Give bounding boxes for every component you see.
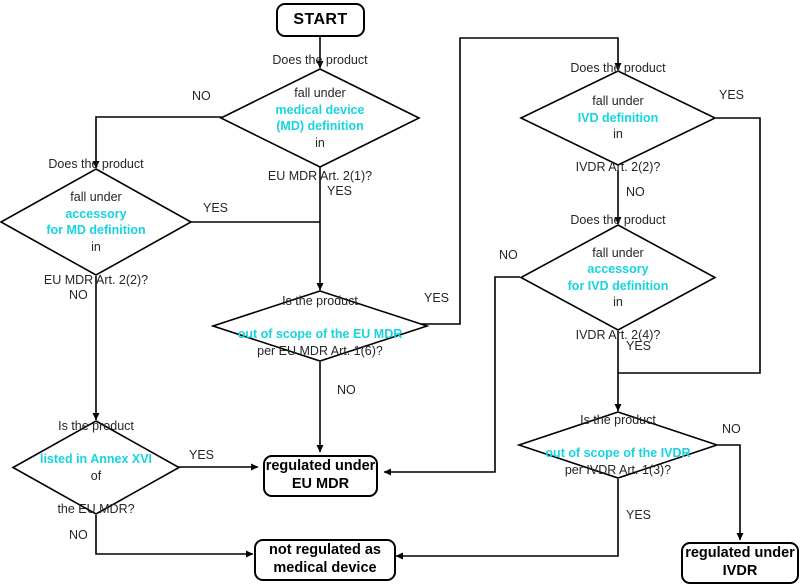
edge-label-ivd-yes: YES — [719, 88, 745, 102]
edge-label-annex-no: NO — [69, 528, 88, 542]
edge-label-annex-yes: YES — [189, 448, 215, 462]
edge-md-no-to-accessory-md — [92, 116, 222, 169]
node-not-regulated-label: not regulated as medical device — [269, 542, 381, 577]
edge-label-ivd-no: NO — [626, 185, 645, 199]
edge-oos-ivdr-no-to-regulated-ivdr — [718, 444, 744, 541]
node-ivd-definition[interactable]: Does the product fall under IVD definiti… — [519, 61, 717, 174]
node-accessory-md[interactable]: Does the product fall under accessory fo… — [0, 157, 193, 287]
not-reg-line2: medical device — [273, 560, 377, 576]
node-accessory-ivd[interactable]: Does the product fall under accessory fo… — [519, 213, 717, 342]
reg-mdr-line1: regulated under — [265, 458, 376, 475]
edge-annex-no-to-not-regulated — [95, 515, 254, 558]
node-annex-xvi[interactable]: Is the product listed in Annex XVI of th… — [11, 419, 181, 516]
edge-label-accessory-md-no: NO — [69, 288, 88, 302]
node-md-definition[interactable]: Does the product fall under medical devi… — [219, 53, 421, 183]
edge-label-oos-ivdr-no: NO — [722, 422, 741, 436]
edge-label-accessory-md-yes: YES — [203, 201, 229, 215]
edge-label-oos-ivdr-yes: YES — [626, 508, 652, 522]
edge-label-md-yes: YES — [327, 184, 353, 198]
node-start[interactable]: START — [276, 3, 365, 37]
node-out-of-scope-ivdr[interactable]: Is the product out of scope of the IVDR … — [516, 411, 720, 479]
edge-label-accessory-ivd-no: NO — [499, 248, 518, 262]
reg-ivdr-line1: regulated under — [685, 545, 795, 562]
node-regulated-ivdr[interactable]: regulated under IVDR — [681, 542, 799, 584]
node-not-regulated[interactable]: not regulated as medical device — [254, 539, 396, 581]
node-start-label: START — [293, 11, 348, 29]
edge-oos-mdr-yes-to-ivd — [420, 37, 622, 325]
edge-label-accessory-ivd-yes: YES — [626, 339, 652, 353]
reg-mdr-line2: EU MDR — [291, 476, 350, 492]
node-regulated-mdr[interactable]: regulated under EU MDR — [263, 455, 378, 497]
reg-ivdr-line2: IVDR — [722, 563, 758, 579]
edge-accessory-ivd-no-to-regulated-mdr — [383, 276, 520, 476]
not-reg-line1: not regulated as — [269, 542, 381, 559]
node-regulated-mdr-label: regulated under EU MDR — [266, 458, 376, 493]
node-out-of-scope-mdr[interactable]: Is the product out of scope of the EU MD… — [210, 290, 430, 362]
edge-label-md-no: NO — [192, 89, 211, 103]
edge-ivd-yes-to-oos-ivdr — [614, 117, 761, 412]
edge-label-oos-mdr-yes: YES — [424, 291, 450, 305]
edge-label-oos-mdr-no: NO — [337, 383, 356, 397]
edge-oos-ivdr-yes-to-not-regulated — [395, 479, 619, 560]
node-regulated-ivdr-label: regulated under IVDR — [685, 545, 795, 580]
